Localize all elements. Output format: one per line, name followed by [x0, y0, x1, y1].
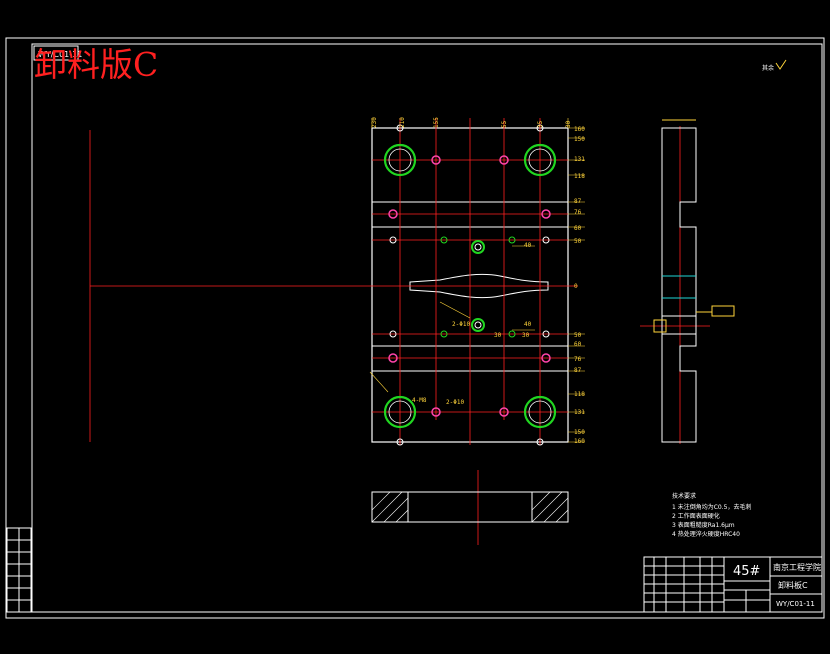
top-dimension-labels: 230 210 155 55 35 30 [371, 117, 572, 128]
notes-heading: 技术要求 [672, 492, 696, 500]
roughness-label: 其余 [762, 64, 774, 72]
plate-side-view [653, 119, 735, 443]
holes [383, 124, 557, 446]
right-dimension-labels: 160 150 131 118 87 76 60 50 0 50 60 76 8… [574, 126, 585, 445]
dim-inner-2: 30 [522, 332, 530, 339]
dim-right-5: 87 [574, 198, 582, 205]
dim-top-55: 55 [501, 120, 508, 128]
title-block [643, 556, 823, 613]
note-4: 4 热处理淬火硬度HRC40 [672, 530, 740, 538]
part-name: 卸料板C [778, 580, 808, 590]
dim-inner-1: 40 [524, 242, 532, 249]
dim-inner-3: 40 [524, 321, 532, 328]
label-pin-holes-1: 2-Φ10 [446, 399, 464, 406]
roughness-icon [775, 59, 787, 70]
dim-right-6: 76 [574, 209, 582, 216]
dimension-lines [369, 118, 585, 443]
drawing-frame [31, 43, 823, 613]
dim-right-10: 50 [574, 332, 582, 339]
dim-right-7: 60 [574, 225, 582, 232]
label-pin-holes-2: 2-Φ10 [452, 321, 470, 328]
dim-top-230: 230 [371, 117, 378, 128]
dim-right-8: 50 [574, 238, 582, 245]
drawing-title: 卸料版C [34, 45, 158, 84]
dim-right-12: 76 [574, 356, 582, 363]
dim-right-4: 118 [574, 173, 585, 180]
dim-right-11: 60 [574, 341, 582, 348]
dim-right-3: 131 [574, 156, 585, 163]
note-1: 1 未注倒角均为C0.5，去毛刺 [672, 503, 751, 511]
school-name: 南京工程学院 [773, 562, 821, 572]
dim-right-14: 118 [574, 391, 585, 398]
dim-top-155: 155 [433, 117, 440, 128]
drawing-no-tag-text: WY/C01-11 [38, 50, 82, 59]
label-tapped-holes: 4-M8 [412, 397, 427, 404]
material-label: 45# [733, 564, 760, 579]
section-view [371, 491, 569, 523]
dim-right-2: 150 [574, 136, 585, 143]
dim-right-17: 160 [574, 438, 585, 445]
technical-notes: 技术要求 1 未注倒角均为C0.5，去毛刺 2 工作面表面硬化 3 表面粗糙度R… [672, 492, 751, 538]
revision-block [6, 527, 32, 613]
dim-right-1: 160 [574, 126, 585, 133]
dim-inner-4: 30 [494, 332, 502, 339]
sheet-border [5, 37, 825, 619]
dim-right-16: 150 [574, 429, 585, 436]
dim-right-13: 87 [574, 367, 582, 374]
dim-top-30: 30 [565, 120, 572, 128]
centerlines [89, 118, 710, 545]
dim-right-15: 131 [574, 409, 585, 416]
dim-top-35: 35 [537, 120, 544, 128]
note-2: 2 工作面表面硬化 [672, 512, 720, 520]
drawing-no-tag [33, 45, 79, 61]
note-3: 3 表面粗糙度Ra1.6μm [672, 521, 735, 529]
dim-right-9: 0 [574, 283, 578, 290]
drawing-number: WY/C01-11 [776, 600, 815, 608]
dim-top-210: 210 [399, 117, 406, 128]
